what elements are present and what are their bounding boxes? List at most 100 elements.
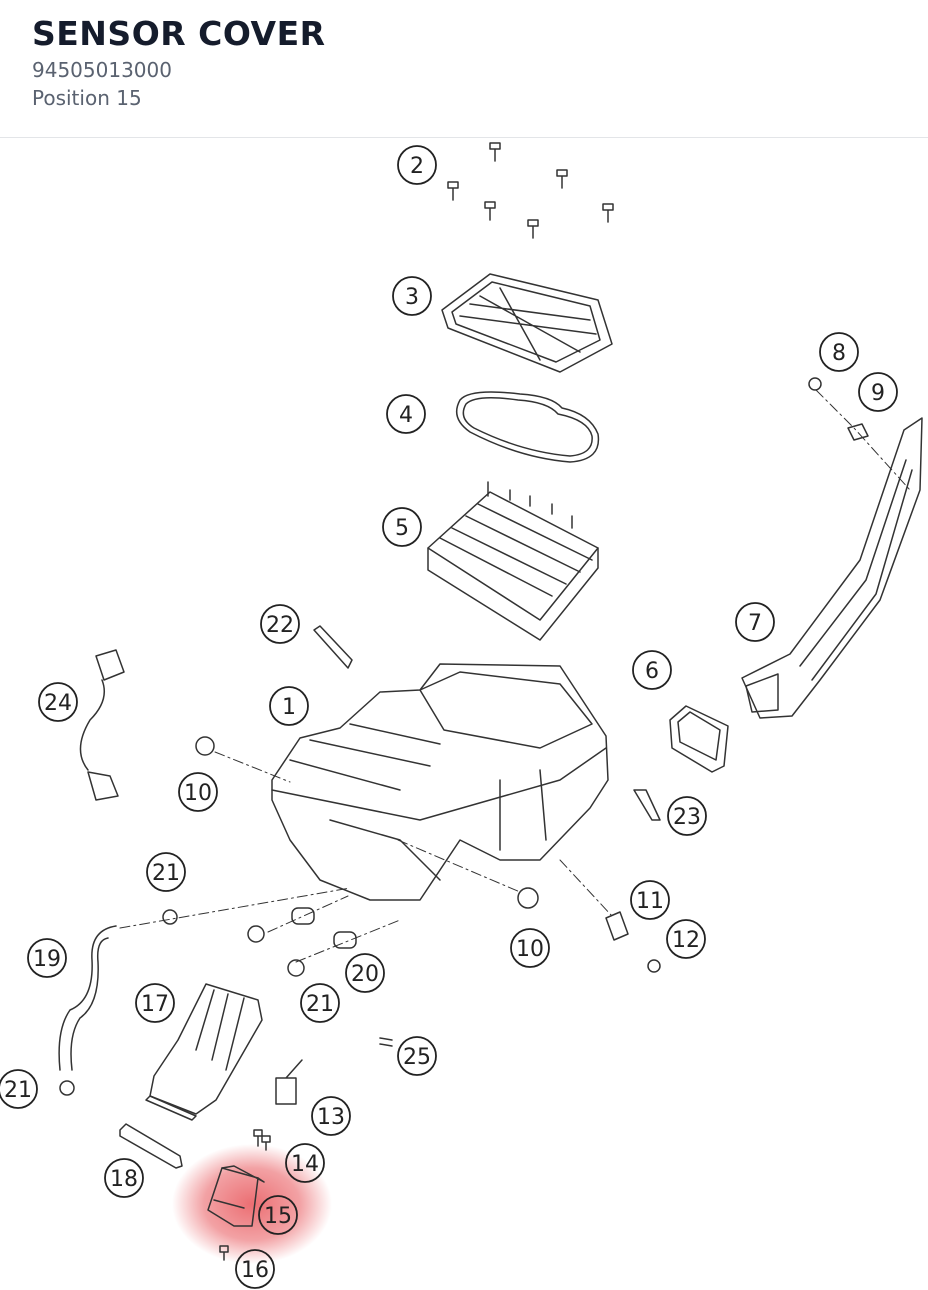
callout-circle	[38, 682, 78, 722]
grommet-drawing	[195, 736, 215, 756]
callout-1[interactable]: 1	[269, 686, 309, 726]
callout-number: 17	[141, 992, 169, 1017]
callout-21[interactable]: 21	[146, 852, 186, 892]
clip-drawing	[379, 1037, 393, 1047]
callout-circle	[300, 983, 340, 1023]
callout-21[interactable]: 21	[0, 1069, 38, 1109]
gasket-drawing	[455, 391, 600, 463]
callout-number: 16	[241, 1258, 269, 1283]
callout-number: 24	[44, 691, 72, 716]
screw-set-drawing	[447, 142, 614, 239]
callout-10[interactable]: 10	[510, 928, 550, 968]
callout-number: 25	[403, 1045, 431, 1070]
callout-circle	[269, 686, 309, 726]
callout-circle	[858, 372, 898, 412]
callout-circle	[178, 772, 218, 812]
callout-number: 11	[636, 889, 664, 914]
callout-circle	[397, 1036, 437, 1076]
intake-snorkel-drawing	[741, 417, 923, 719]
intake-boot-drawing	[145, 983, 263, 1121]
callout-circle	[397, 145, 437, 185]
nut-drawing	[808, 377, 822, 391]
callout-circle	[386, 394, 426, 434]
callout-number: 3	[405, 285, 419, 310]
callout-3[interactable]: 3	[392, 276, 432, 316]
part-title: SENSOR COVER	[32, 14, 326, 53]
callout-circle	[235, 1249, 275, 1289]
callout-number: 21	[306, 992, 334, 1017]
hose-clamp-drawing	[247, 925, 265, 943]
callout-number: 14	[291, 1152, 319, 1177]
clip-drawing	[847, 423, 869, 441]
callout-11[interactable]: 11	[630, 880, 670, 920]
callout-circle	[0, 1069, 38, 1109]
callout-18[interactable]: 18	[104, 1158, 144, 1198]
callout-number: 2	[410, 154, 424, 179]
callout-number: 7	[748, 611, 762, 636]
callout-circle	[735, 602, 775, 642]
callout-circle	[392, 276, 432, 316]
callout-circle	[260, 604, 300, 644]
callout-7[interactable]: 7	[735, 602, 775, 642]
callout-15[interactable]: 15	[258, 1195, 298, 1235]
callout-circle	[819, 332, 859, 372]
callout-20[interactable]: 20	[345, 953, 385, 993]
callout-13[interactable]: 13	[311, 1096, 351, 1136]
drain-hose-drawing	[58, 925, 117, 1071]
callout-number: 22	[266, 613, 294, 638]
damper-drawing	[605, 911, 629, 941]
callout-22[interactable]: 22	[260, 604, 300, 644]
rubber-boot-drawing	[669, 705, 729, 773]
airbox-drawing	[271, 663, 609, 901]
callout-9[interactable]: 9	[858, 372, 898, 412]
callout-25[interactable]: 25	[397, 1036, 437, 1076]
callout-4[interactable]: 4	[386, 394, 426, 434]
screw-drawing	[219, 1245, 229, 1261]
callout-10[interactable]: 10	[178, 772, 218, 812]
callout-19[interactable]: 19	[27, 938, 67, 978]
callout-circle	[146, 852, 186, 892]
spacer-drawing	[333, 931, 357, 949]
callout-circle	[27, 938, 67, 978]
screw-drawing	[253, 1129, 271, 1151]
callout-21[interactable]: 21	[300, 983, 340, 1023]
callout-8[interactable]: 8	[819, 332, 859, 372]
callout-12[interactable]: 12	[666, 919, 706, 959]
callout-number: 6	[645, 659, 659, 684]
callout-number: 19	[33, 947, 61, 972]
callout-circle	[135, 983, 175, 1023]
callout-2[interactable]: 2	[397, 145, 437, 185]
callout-circle	[632, 650, 672, 690]
sensor-cover-drawing	[207, 1165, 265, 1227]
callout-24[interactable]: 24	[38, 682, 78, 722]
callout-number: 10	[184, 781, 212, 806]
callout-number: 20	[351, 962, 379, 987]
callout-16[interactable]: 16	[235, 1249, 275, 1289]
position-label: Position 15	[32, 86, 142, 110]
callout-number: 8	[832, 341, 846, 366]
callout-5[interactable]: 5	[382, 507, 422, 547]
callout-14[interactable]: 14	[285, 1143, 325, 1183]
callout-17[interactable]: 17	[135, 983, 175, 1023]
callout-circle	[104, 1158, 144, 1198]
callout-number: 9	[871, 381, 885, 406]
part-header: SENSOR COVER 94505013000 Position 15	[0, 0, 928, 138]
nut-drawing	[647, 959, 661, 973]
callout-number: 10	[516, 937, 544, 962]
callout-circle	[345, 953, 385, 993]
callout-circle	[285, 1143, 325, 1183]
tab-drawing	[633, 789, 661, 821]
cover-plate-drawing	[441, 273, 613, 373]
callout-6[interactable]: 6	[632, 650, 672, 690]
callout-number: 15	[264, 1204, 292, 1229]
callout-number: 21	[4, 1078, 32, 1103]
callout-circle	[510, 928, 550, 968]
clamp-band-drawing	[119, 1123, 183, 1169]
wedge-drawing	[313, 625, 353, 669]
callout-23[interactable]: 23	[667, 796, 707, 836]
hose-clamp-drawing	[162, 909, 178, 925]
callout-circle	[311, 1096, 351, 1136]
hose-clamp-drawing	[59, 1080, 75, 1096]
callout-circle	[666, 919, 706, 959]
part-number: 94505013000	[32, 58, 172, 82]
